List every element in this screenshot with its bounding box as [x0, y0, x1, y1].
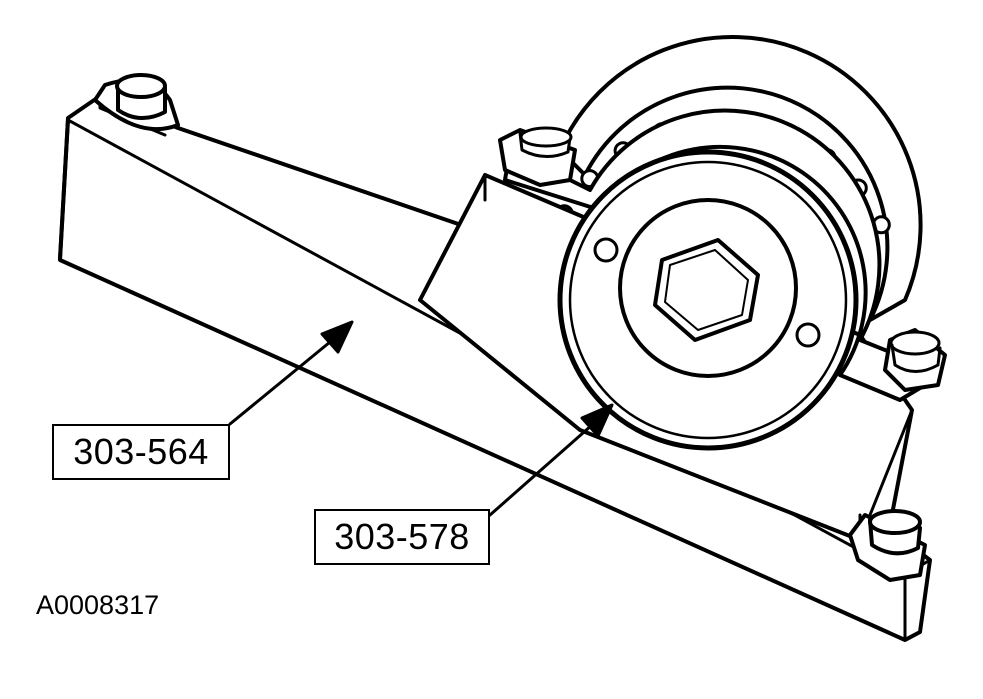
callout-303-564: 303-564 — [52, 424, 230, 480]
hex-bolt-icon — [653, 238, 760, 342]
leader-arrow-303-564 — [228, 320, 354, 426]
bolt-icon — [93, 73, 180, 132]
bolt-icon — [883, 328, 947, 392]
bolt-icon — [498, 126, 577, 187]
figure-id: A0008317 — [36, 590, 160, 620]
callout-303-578: 303-578 — [314, 509, 490, 565]
leader-arrow-303-578 — [488, 403, 614, 517]
bolt-icon — [848, 509, 927, 582]
